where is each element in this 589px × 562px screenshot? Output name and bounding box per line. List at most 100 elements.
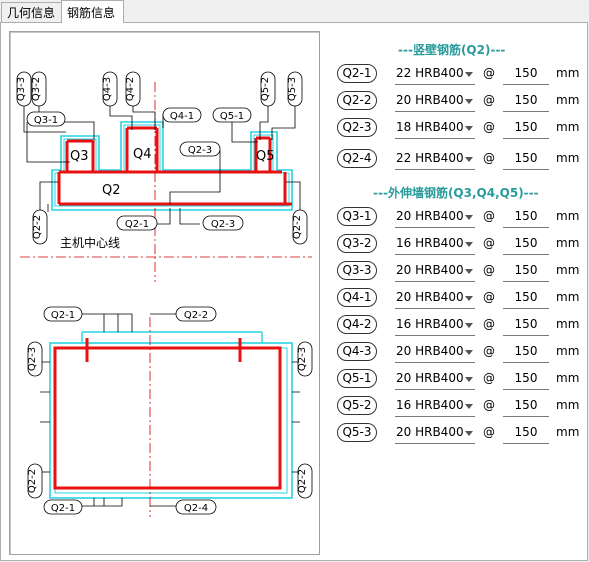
unit-label: mm [556, 398, 580, 412]
chevron-down-icon[interactable] [465, 431, 473, 436]
section-vertical-wall-title: ---竖壁钢筋(Q2)--- [398, 43, 506, 57]
unit-label: mm [556, 317, 580, 331]
unit-label: mm [556, 425, 580, 439]
rebar-id-label: Q2-2 [337, 91, 377, 110]
tab-rebar[interactable]: 钢筋信息 [61, 0, 124, 23]
unit-label: mm [556, 290, 580, 304]
rebar-id-label: Q2-4 [337, 149, 377, 168]
rebar-spec-select[interactable]: 16 HRB400 [395, 314, 475, 336]
tab-geometry[interactable]: 几何信息 [1, 2, 62, 22]
tab-bar: 几何信息 钢筋信息 [0, 0, 589, 23]
rebar-spec-select[interactable]: 20 HRB400 [395, 90, 475, 112]
chevron-down-icon[interactable] [465, 350, 473, 355]
chevron-down-icon[interactable] [465, 72, 473, 77]
rebar-spec-value: 20 HRB400 [396, 371, 464, 385]
rebar-spec-select[interactable]: 20 HRB400 [395, 368, 475, 390]
pill-q4-1: Q4-1 [162, 107, 202, 123]
rebar-spacing-input[interactable]: 150 [503, 260, 549, 282]
at-symbol: @ [483, 66, 495, 80]
chevron-down-icon[interactable] [465, 126, 473, 131]
rebar-spec-value: 20 HRB400 [396, 263, 464, 277]
svg-text:Q2-1: Q2-1 [51, 310, 75, 321]
rebar-spacing-input[interactable]: 150 [503, 90, 549, 112]
rebar-spec-select[interactable]: 20 HRB400 [395, 206, 475, 228]
rebar-row: Q4-2 16 HRB400 @150 mm [337, 314, 580, 336]
chevron-down-icon[interactable] [465, 215, 473, 220]
rebar-spacing-input[interactable]: 150 [503, 233, 549, 255]
unit-label: mm [556, 236, 580, 250]
rebar-spacing-input[interactable]: 150 [503, 287, 549, 309]
rebar-spec-select[interactable]: 20 HRB400 [395, 341, 475, 363]
chevron-down-icon[interactable] [465, 157, 473, 162]
rebar-spacing-input[interactable]: 150 [503, 314, 549, 336]
at-symbol: @ [483, 236, 495, 250]
rebar-spec-select[interactable]: 20 HRB400 [395, 287, 475, 309]
rebar-spacing-input[interactable]: 150 [503, 422, 549, 444]
pill-q2-3-top: Q2-3 [179, 141, 221, 157]
rebar-spec-value: 20 HRB400 [396, 209, 464, 223]
rebar-spec-select[interactable]: 18 HRB400 [395, 117, 475, 139]
at-symbol: @ [483, 398, 495, 412]
rebar-spacing-input[interactable]: 150 [503, 63, 549, 85]
chevron-down-icon[interactable] [465, 323, 473, 328]
rebar-spec-value: 22 HRB400 [396, 66, 464, 80]
label-q3: Q3 [70, 149, 89, 164]
label-q4: Q4 [133, 147, 152, 162]
chevron-down-icon[interactable] [465, 242, 473, 247]
svg-text:Q2-2: Q2-2 [297, 469, 308, 493]
at-symbol: @ [483, 263, 495, 277]
rebar-spec-value: 16 HRB400 [396, 317, 464, 331]
rebar-spacing-input[interactable]: 150 [503, 117, 549, 139]
rebar-id-label: Q4-2 [337, 315, 377, 334]
svg-text:Q2-2: Q2-2 [184, 310, 208, 321]
rebar-spacing-input[interactable]: 150 [503, 341, 549, 363]
chevron-down-icon[interactable] [465, 377, 473, 382]
at-symbol: @ [483, 317, 495, 331]
chevron-down-icon[interactable] [465, 404, 473, 409]
svg-text:Q4-2: Q4-2 [125, 77, 136, 101]
rebar-spec-select[interactable]: 20 HRB400 [395, 422, 475, 444]
pill-q3-2: Q3-2 [31, 71, 47, 107]
svg-text:Q2-2: Q2-2 [27, 469, 38, 493]
chevron-down-icon[interactable] [465, 269, 473, 274]
svg-text:Q4-3: Q4-3 [102, 77, 113, 101]
rebar-id-label: Q3-1 [337, 207, 377, 226]
unit-label: mm [556, 371, 580, 385]
svg-text:Q3-3: Q3-3 [16, 77, 27, 101]
pill-q5-2: Q5-2 [260, 71, 276, 107]
rebar-spacing-input[interactable]: 150 [503, 395, 549, 417]
svg-text:Q2-1: Q2-1 [125, 219, 149, 230]
svg-text:Q5-2: Q5-2 [260, 77, 271, 101]
rebar-id-label: Q2-3 [337, 118, 377, 137]
rebar-panel: Q3 Q4 Q5 Q2 主机中心线 [0, 22, 588, 561]
center-line-label: 主机中心线 [60, 235, 120, 250]
rebar-spacing-input[interactable]: 150 [503, 206, 549, 228]
rebar-spec-select[interactable]: 22 HRB400 [395, 63, 475, 85]
rebar-spec-select[interactable]: 22 HRB400 [395, 148, 475, 170]
rebar-spacing-input[interactable]: 150 [503, 368, 549, 390]
rebar-spec-select[interactable]: 20 HRB400 [395, 260, 475, 282]
pill-b-q2-1-bottom: Q2-1 [43, 499, 83, 515]
rebar-spec-select[interactable]: 16 HRB400 [395, 233, 475, 255]
rebar-id-label: Q4-1 [337, 288, 377, 307]
at-symbol: @ [483, 371, 495, 385]
svg-text:Q5-1: Q5-1 [220, 111, 244, 122]
rebar-spec-select[interactable]: 16 HRB400 [395, 395, 475, 417]
unit-label: mm [556, 93, 580, 107]
unit-label: mm [556, 344, 580, 358]
rebar-spacing-input[interactable]: 150 [503, 148, 549, 170]
rebar-spec-value: 16 HRB400 [396, 398, 464, 412]
pill-q4-3: Q4-3 [102, 71, 118, 107]
pill-q2-3-mid: Q2-3 [202, 215, 244, 231]
pill-q4-2: Q4-2 [125, 71, 141, 107]
chevron-down-icon[interactable] [465, 296, 473, 301]
at-symbol: @ [483, 290, 495, 304]
chevron-down-icon[interactable] [465, 99, 473, 104]
svg-text:Q2-3: Q2-3 [188, 145, 212, 156]
pill-b-q2-4-bottom: Q2-4 [175, 499, 217, 515]
rebar-spec-value: 20 HRB400 [396, 290, 464, 304]
